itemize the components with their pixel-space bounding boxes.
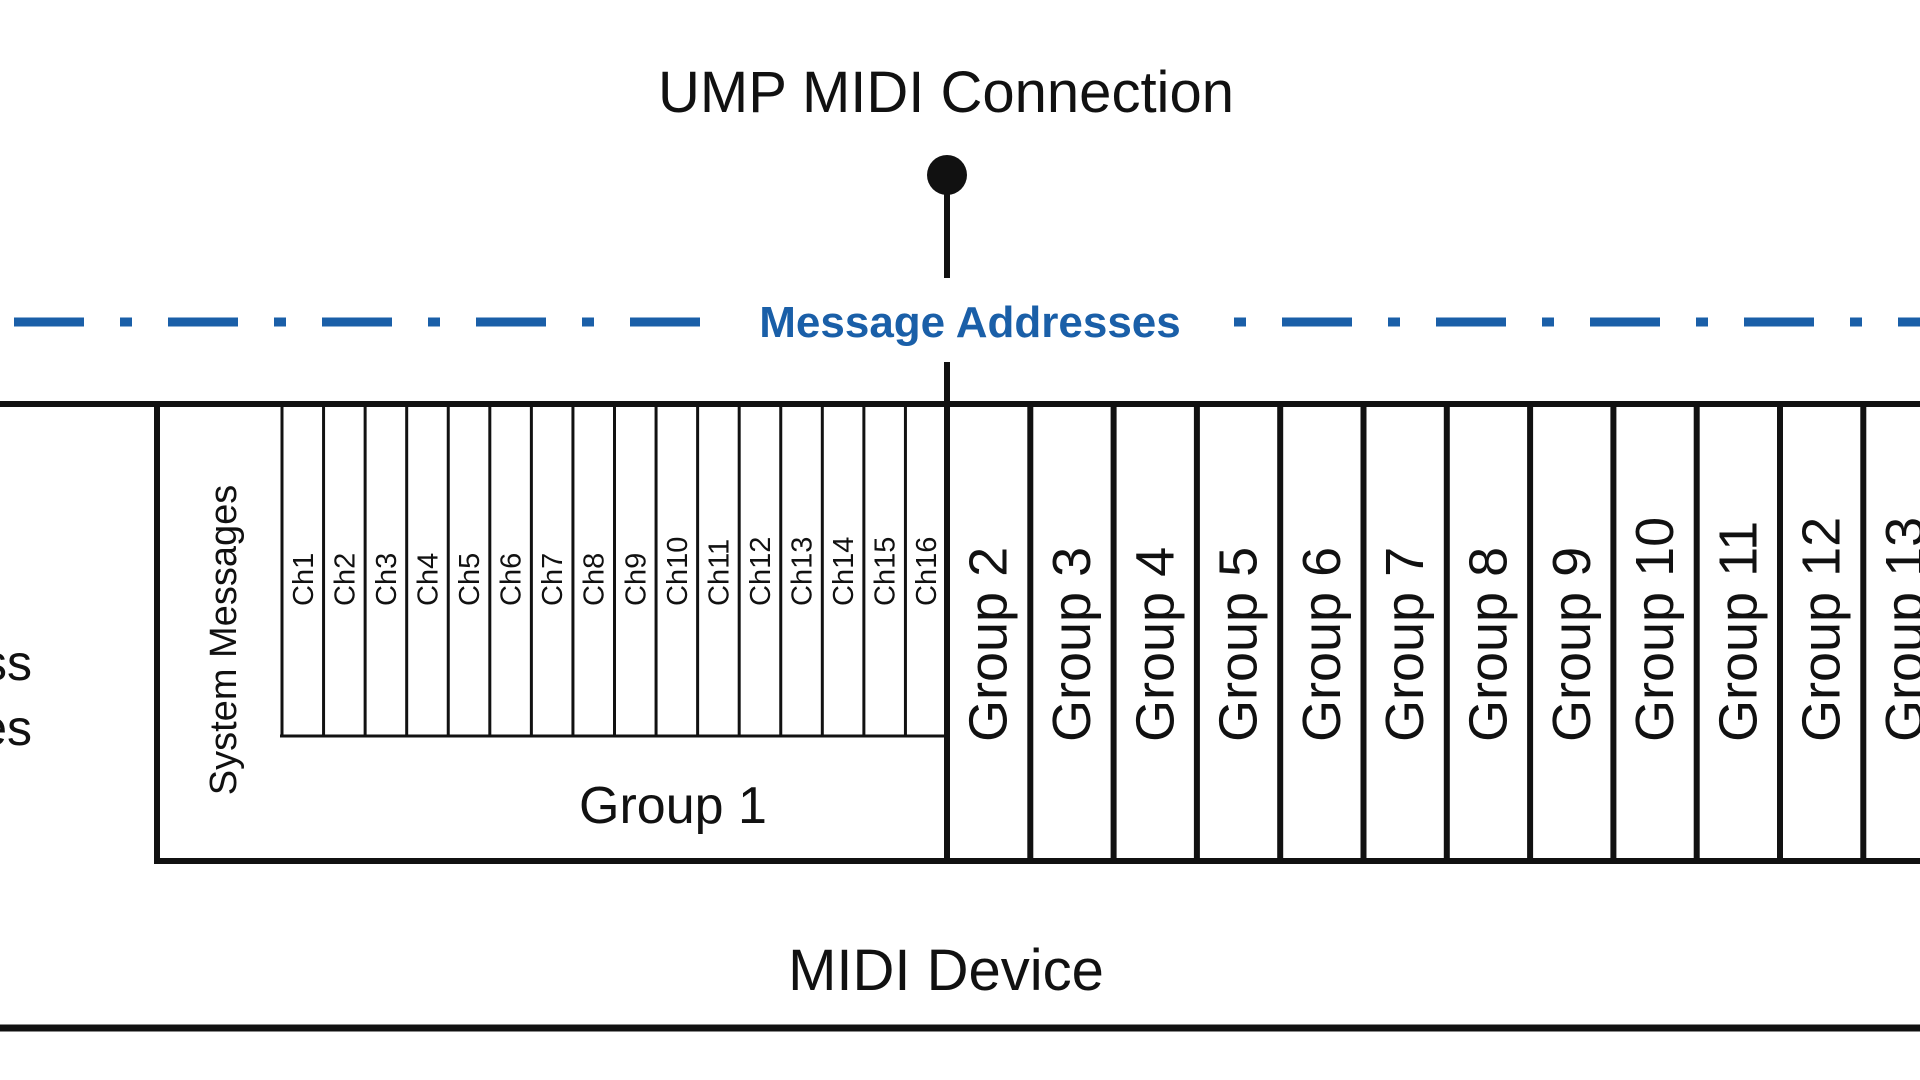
system-messages-label: System Messages — [203, 485, 245, 795]
channel-label: Ch10 — [662, 537, 694, 606]
message-addresses-line: Message Addresses — [14, 298, 1920, 347]
channel-label: Ch9 — [620, 553, 652, 606]
channel-label: Ch2 — [329, 553, 361, 606]
group-1: System Messages Ch1 Ch2 Ch3 Ch4 Ch5 Ch6 Ch7 Ch8… — [203, 404, 950, 863]
channel-label: Ch1 — [288, 553, 320, 606]
channel-label: Ch14 — [828, 537, 860, 606]
connection-pin — [927, 155, 967, 403]
group-label: Group 4 — [1125, 547, 1185, 742]
channel-label: Ch13 — [787, 537, 819, 606]
group-label: Group 7 — [1375, 547, 1435, 742]
group-label: Group 9 — [1542, 547, 1602, 742]
group-label: Group 10 — [1625, 517, 1685, 742]
channel-label: Ch11 — [703, 539, 735, 606]
left-cut-label: ss es — [0, 635, 32, 756]
group-label: Group 2 — [959, 547, 1019, 742]
left-cut-label-line-1: ss — [0, 635, 32, 691]
channel-label: Ch6 — [496, 553, 528, 606]
group-1-label: Group 1 — [579, 777, 767, 835]
group-label: Group 6 — [1292, 547, 1352, 742]
channel-label: Ch7 — [537, 553, 569, 606]
group-label: Group 8 — [1458, 547, 1518, 742]
group-label: Group 12 — [1792, 517, 1852, 742]
channel-label: Ch3 — [371, 553, 403, 606]
message-addresses-label: Message Addresses — [759, 298, 1180, 347]
group-label: Group 13 — [1875, 517, 1920, 742]
channel-label: Ch4 — [412, 553, 444, 606]
midi-device-frame — [0, 401, 1920, 1032]
diagram-title: UMP MIDI Connection — [658, 60, 1234, 125]
channel-label: Ch12 — [745, 537, 777, 606]
channel-label: Ch15 — [870, 537, 902, 606]
left-cut-label-line-2: es — [0, 700, 32, 756]
group-columns: Group 2 Group 3 Group 4 Group 5 Group 6 Group… — [959, 404, 1920, 861]
groups-area — [154, 404, 1920, 864]
channel-grid: Ch1 Ch2 Ch3 Ch4 Ch5 Ch6 Ch7 Ch8 Ch9 Ch10 Ch11 Ch12 C… — [280, 406, 943, 736]
channel-label: Ch8 — [579, 553, 611, 606]
group-label: Group 5 — [1209, 547, 1269, 742]
group-label: Group 11 — [1708, 521, 1768, 742]
group-label: Group 3 — [1042, 547, 1102, 742]
midi-device-label: MIDI Device — [788, 938, 1104, 1003]
channel-label: Ch16 — [911, 537, 943, 606]
channel-label: Ch5 — [454, 553, 486, 606]
